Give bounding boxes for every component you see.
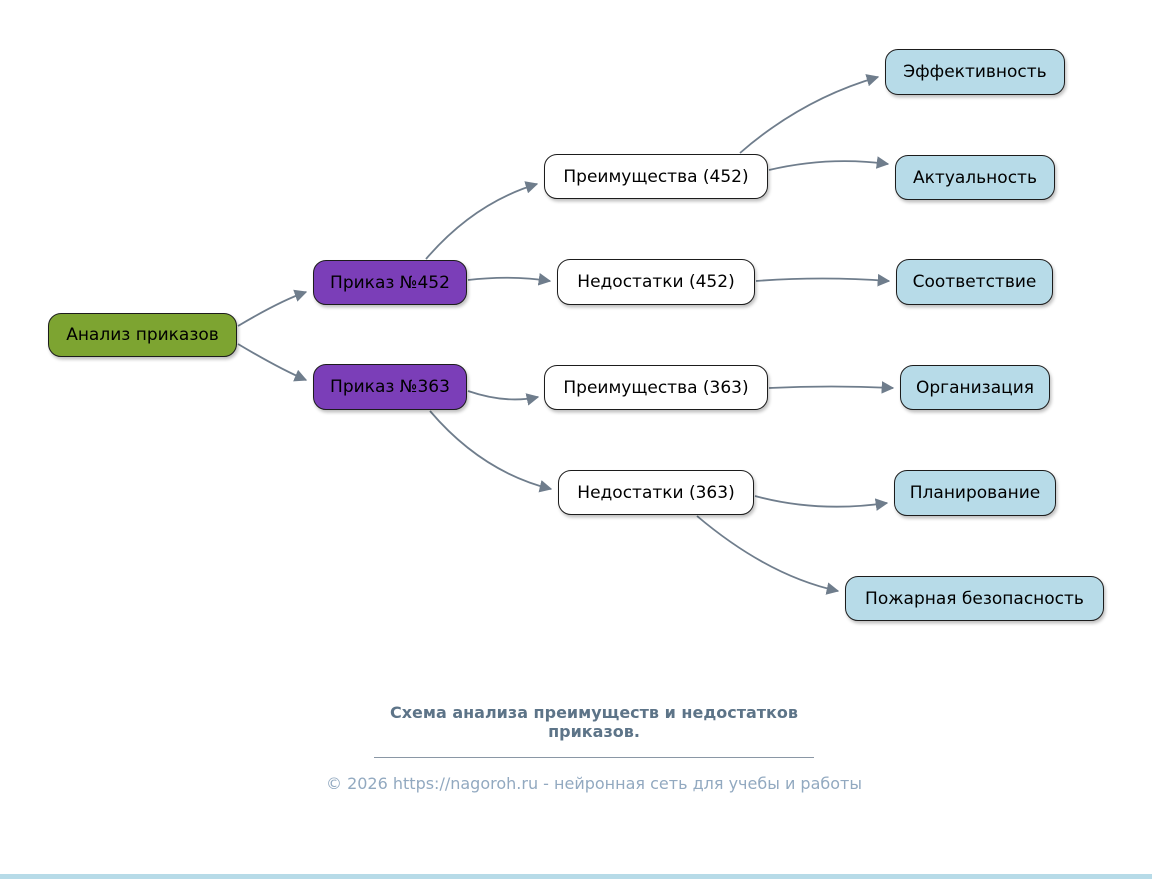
edge-pros363-organization: [768, 381, 895, 394]
diagram-caption-line-2: приказов.: [548, 722, 640, 742]
edge-cons363-planning: [754, 495, 889, 511]
node-root: Анализ приказов: [48, 313, 237, 357]
edge-root-order363: [237, 343, 308, 382]
node-cons-363: Недостатки (363): [558, 470, 754, 515]
copyright-text: © 2026 https://nagoroh.ru - нейронная се…: [325, 774, 862, 794]
edge-cons363-fire-safety: [696, 515, 840, 595]
node-fire-safety: Пожарная безопасность: [845, 576, 1104, 621]
node-organization: Организация: [900, 365, 1050, 410]
node-relevance: Актуальность: [895, 155, 1055, 200]
node-pros-363: Преимущества (363): [544, 365, 768, 410]
node-order-452: Приказ №452: [313, 260, 467, 305]
edge-order452-pros452: [425, 181, 539, 260]
node-effectiveness: Эффективность: [885, 49, 1065, 95]
edge-order363-cons363: [429, 410, 553, 493]
bottom-border-strip: [0, 874, 1152, 879]
node-compliance: Соответствие: [896, 259, 1053, 305]
edge-cons452-compliance: [755, 273, 891, 287]
diagram-caption-line-1: Схема анализа преимуществ и недостатков: [389, 703, 799, 722]
footer-divider: [374, 757, 814, 759]
edge-order452-cons452: [467, 273, 552, 286]
edge-pros452-relevance: [768, 156, 890, 171]
node-cons-452: Недостатки (452): [557, 259, 755, 305]
edge-order363-pros363: [467, 390, 540, 406]
edge-pros452-effectiveness: [739, 74, 880, 154]
node-pros-452: Преимущества (452): [544, 154, 768, 199]
node-planning: Планирование: [894, 470, 1056, 516]
edge-root-order452: [237, 289, 308, 327]
footer-block: Схема анализа преимуществ и недостатков …: [194, 703, 994, 793]
node-order-363: Приказ №363: [313, 364, 467, 410]
